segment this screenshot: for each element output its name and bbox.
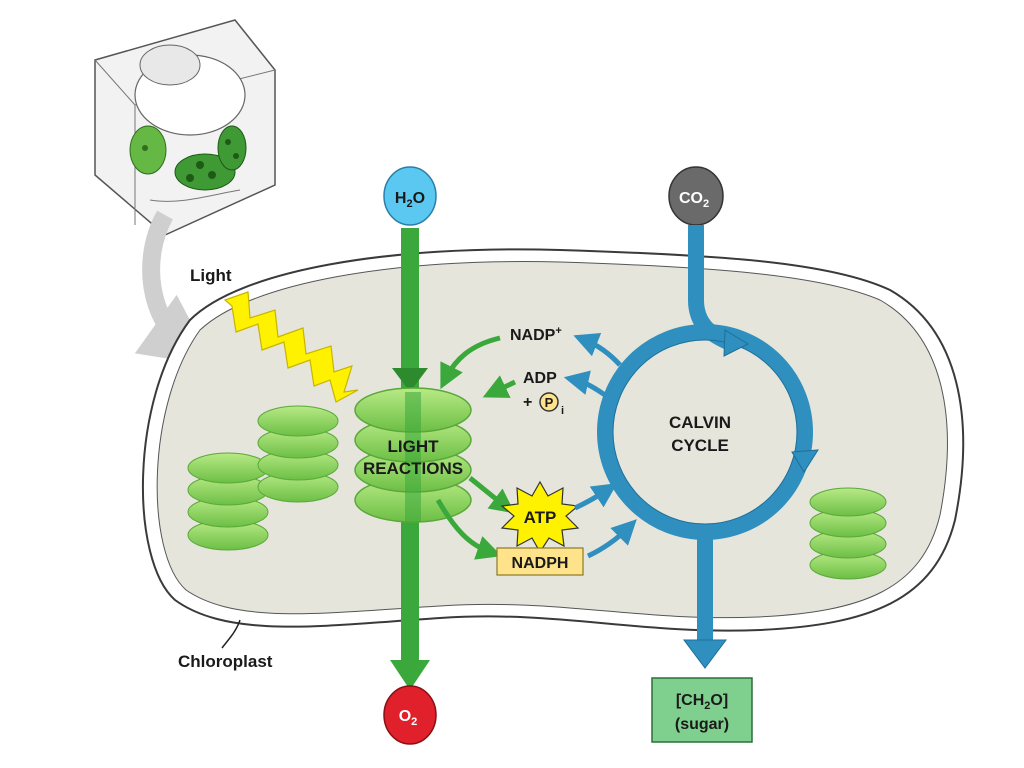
calvin-cycle-label-1: CALVIN xyxy=(669,413,731,432)
nadp-plus-label: NADP+ xyxy=(510,325,562,344)
granum-stack-left-low xyxy=(187,452,269,551)
chloroplast-label: Chloroplast xyxy=(178,652,273,671)
co2-label: CO2 xyxy=(679,190,709,210)
granum-stack-right xyxy=(809,487,887,580)
chloroplast-leader-line xyxy=(221,619,241,649)
phosphate-i-label: i xyxy=(561,405,564,417)
adp-label: ADP xyxy=(523,370,557,387)
sugar-formula-label: [CH2O] xyxy=(676,692,728,712)
light-bolt-icon xyxy=(223,291,359,403)
light-reactions-granum xyxy=(354,387,472,523)
light-label: Light xyxy=(190,266,232,285)
o2-arrowhead xyxy=(390,660,430,690)
light-to-nadph-arrow xyxy=(435,498,502,560)
sugar-box xyxy=(651,677,753,743)
zoom-arrow xyxy=(134,210,215,366)
atp-label: ATP xyxy=(524,508,557,527)
o2-label: O2 xyxy=(399,708,418,728)
plus-label: + xyxy=(523,394,532,411)
calvin-to-adp-arrow xyxy=(563,370,607,398)
calvin-to-nadp-arrow xyxy=(573,333,622,367)
plant-cell-inset xyxy=(94,19,276,236)
nadph-label: NADPH xyxy=(512,555,569,572)
light-reactions-label-2: REACTIONS xyxy=(363,459,463,478)
adp-to-light-arrow xyxy=(482,375,517,398)
light-reactions-arrowhead xyxy=(392,368,428,392)
nadp-to-light-arrow xyxy=(440,335,501,390)
sugar-name-label: (sugar) xyxy=(675,716,729,733)
calvin-arrowhead-right xyxy=(791,449,819,473)
nadph-box xyxy=(496,547,584,576)
granum-stack-left-high xyxy=(257,405,339,503)
h2o-label: H2O xyxy=(395,190,425,210)
nadph-to-calvin-arrow xyxy=(586,519,637,559)
light-to-atp-arrow xyxy=(468,476,515,514)
phosphate-icon xyxy=(539,392,559,412)
calvin-arrowhead-top xyxy=(723,329,750,357)
light-reactions-label-1: LIGHT xyxy=(388,437,440,456)
calvin-cycle-label-2: CYCLE xyxy=(671,436,729,455)
h2o-node xyxy=(383,166,437,226)
o2-node xyxy=(383,685,437,745)
phosphate-p-label: P xyxy=(545,395,554,410)
atp-to-calvin-arrow xyxy=(573,483,618,511)
